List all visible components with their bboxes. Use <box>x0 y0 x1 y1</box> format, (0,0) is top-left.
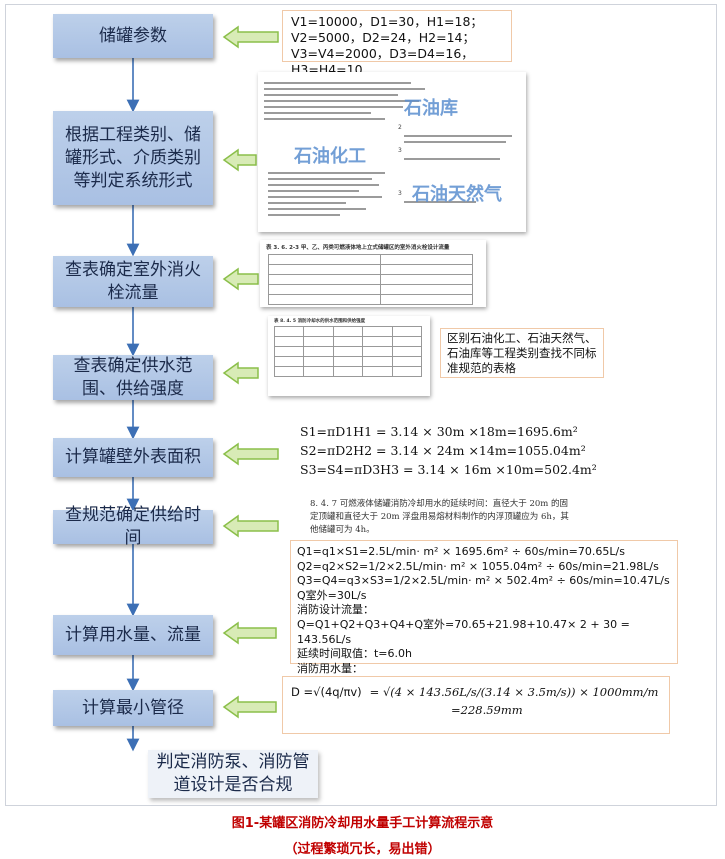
pipe-result: =228.59mm <box>451 703 523 717</box>
link-arrow-supply-table <box>222 361 259 385</box>
pipe-formula-rhs: = √(4 × 143.56L/s/(3.14 × 3.5m/s)) × 100… <box>369 685 659 699</box>
pipe-formula-lhs: D =√(4q/πv) <box>291 685 362 699</box>
flow-q-outdoor: Q室外=30L/s <box>297 588 367 602</box>
watermark-oil-depot: 石油库 <box>404 98 458 119</box>
link-arrow-standards <box>222 148 257 172</box>
hydrant-flow-table: 表 3. 6. 2-3 甲、乙、丙类可燃液体地上立式储罐区的室外消火栓设计流量 <box>260 240 486 307</box>
clause-excerpt: 8. 4. 7 可燃液体储罐消防冷却用水的延续时间：直径大于 20m 的固定顶罐… <box>310 499 569 535</box>
area-formulas: S1=πD1H1 = 3.14 × 30m ×18m=1695.6m² S2=π… <box>300 422 600 479</box>
pipe-diameter-box: D =√(4q/πv) = √(4 × 143.56L/s/(3.14 × 3.… <box>282 676 670 734</box>
link-arrow-area <box>222 442 279 466</box>
link-arrow-params <box>222 25 279 49</box>
flow-duration: 延续时间取值：t=6.0h <box>297 647 412 661</box>
flow-q3: Q3=Q4=q3×S3=1/2×2.5L/min· m² × 502.4m² ÷… <box>297 574 670 588</box>
step-hydrant-flow: 查表确定室外消火栓流量 <box>53 256 213 307</box>
link-arrow-pipe <box>222 695 277 719</box>
figure-caption: 图1-某罐区消防冷却用水量手工计算流程示意 <box>231 816 494 831</box>
link-arrow-hydrant-table <box>222 267 259 291</box>
watermark-oil-gas: 石油天然气 <box>412 184 502 205</box>
step-water-flow: 计算用水量、流量 <box>53 615 213 655</box>
step-min-pipe: 计算最小管径 <box>53 690 213 726</box>
link-arrow-flow <box>222 621 277 645</box>
doc-item-3b: 3 <box>398 190 402 197</box>
step-compliance-check: 判定消防泵、消防管道设计是否合规 <box>148 750 318 798</box>
step-tank-params: 储罐参数 <box>53 14 213 58</box>
step-supply-range: 查表确定供水范围、供给强度 <box>53 355 213 400</box>
flow-design-label: 消防设计流量： <box>297 603 374 617</box>
area-s2: S2=πD2H2 = 3.14 × 24m ×14m=1055.04m² <box>300 443 586 458</box>
standards-note: 区别石油化工、石油天然气、石油库等工程类别查找不同标准规范的表格 <box>440 328 604 378</box>
params-line-1: V1=10000，D1=30，H1=18； <box>291 14 483 29</box>
step-supply-time: 查规范确定供给时间 <box>53 505 213 548</box>
flow-q2: Q2=q2×S2=1/2×2.5L/min· m² × 1055.04m² ÷ … <box>297 559 659 573</box>
area-s3: S3=S4=πD3H3 = 3.14 × 16m ×10m=502.4m² <box>300 462 597 477</box>
supply-table-title: 表 8. 4. 5 消防冷却水的供水范围和供给强度 <box>274 319 366 324</box>
flow-q1: Q1=q1×S1=2.5L/min· m² × 1695.6m² ÷ 60s/m… <box>297 545 625 558</box>
tank-params-note: V1=10000，D1=30，H1=18； V2=5000，D2=24，H2=1… <box>282 10 512 77</box>
area-s1: S1=πD1H1 = 3.14 × 30m ×18m=1695.6m² <box>300 424 578 439</box>
step-determine-system: 根据工程类别、储罐形式、介质类别等判定系统形式 <box>53 111 213 205</box>
flow-total: Q=Q1+Q2+Q3+Q4+Q室外=70.65+21.98+10.47× 2 +… <box>297 617 630 646</box>
figure-subcaption: （过程繁琐冗长，易出错） <box>284 842 441 857</box>
params-line-2: V2=5000，D2=24，H2=14； <box>291 30 475 45</box>
flow-calc-box: Q1=q1×S1=2.5L/min· m² × 1695.6m² ÷ 60s/m… <box>290 540 678 689</box>
standards-doc-excerpt: 2 3 3 石油库 石油化工 石油天然气 <box>258 72 526 232</box>
step-wall-area: 计算罐壁外表面积 <box>53 438 213 477</box>
watermark-petrochemical: 石油化工 <box>294 146 366 167</box>
hydrant-table-title: 表 3. 6. 2-3 甲、乙、丙类可燃液体地上立式储罐区的室外消火栓设计流量 <box>266 245 450 251</box>
supply-range-table: 表 8. 4. 5 消防冷却水的供水范围和供给强度 <box>268 316 430 396</box>
link-arrow-time <box>222 514 279 538</box>
doc-item-2: 2 <box>398 124 402 131</box>
doc-item-3a: 3 <box>398 147 402 154</box>
